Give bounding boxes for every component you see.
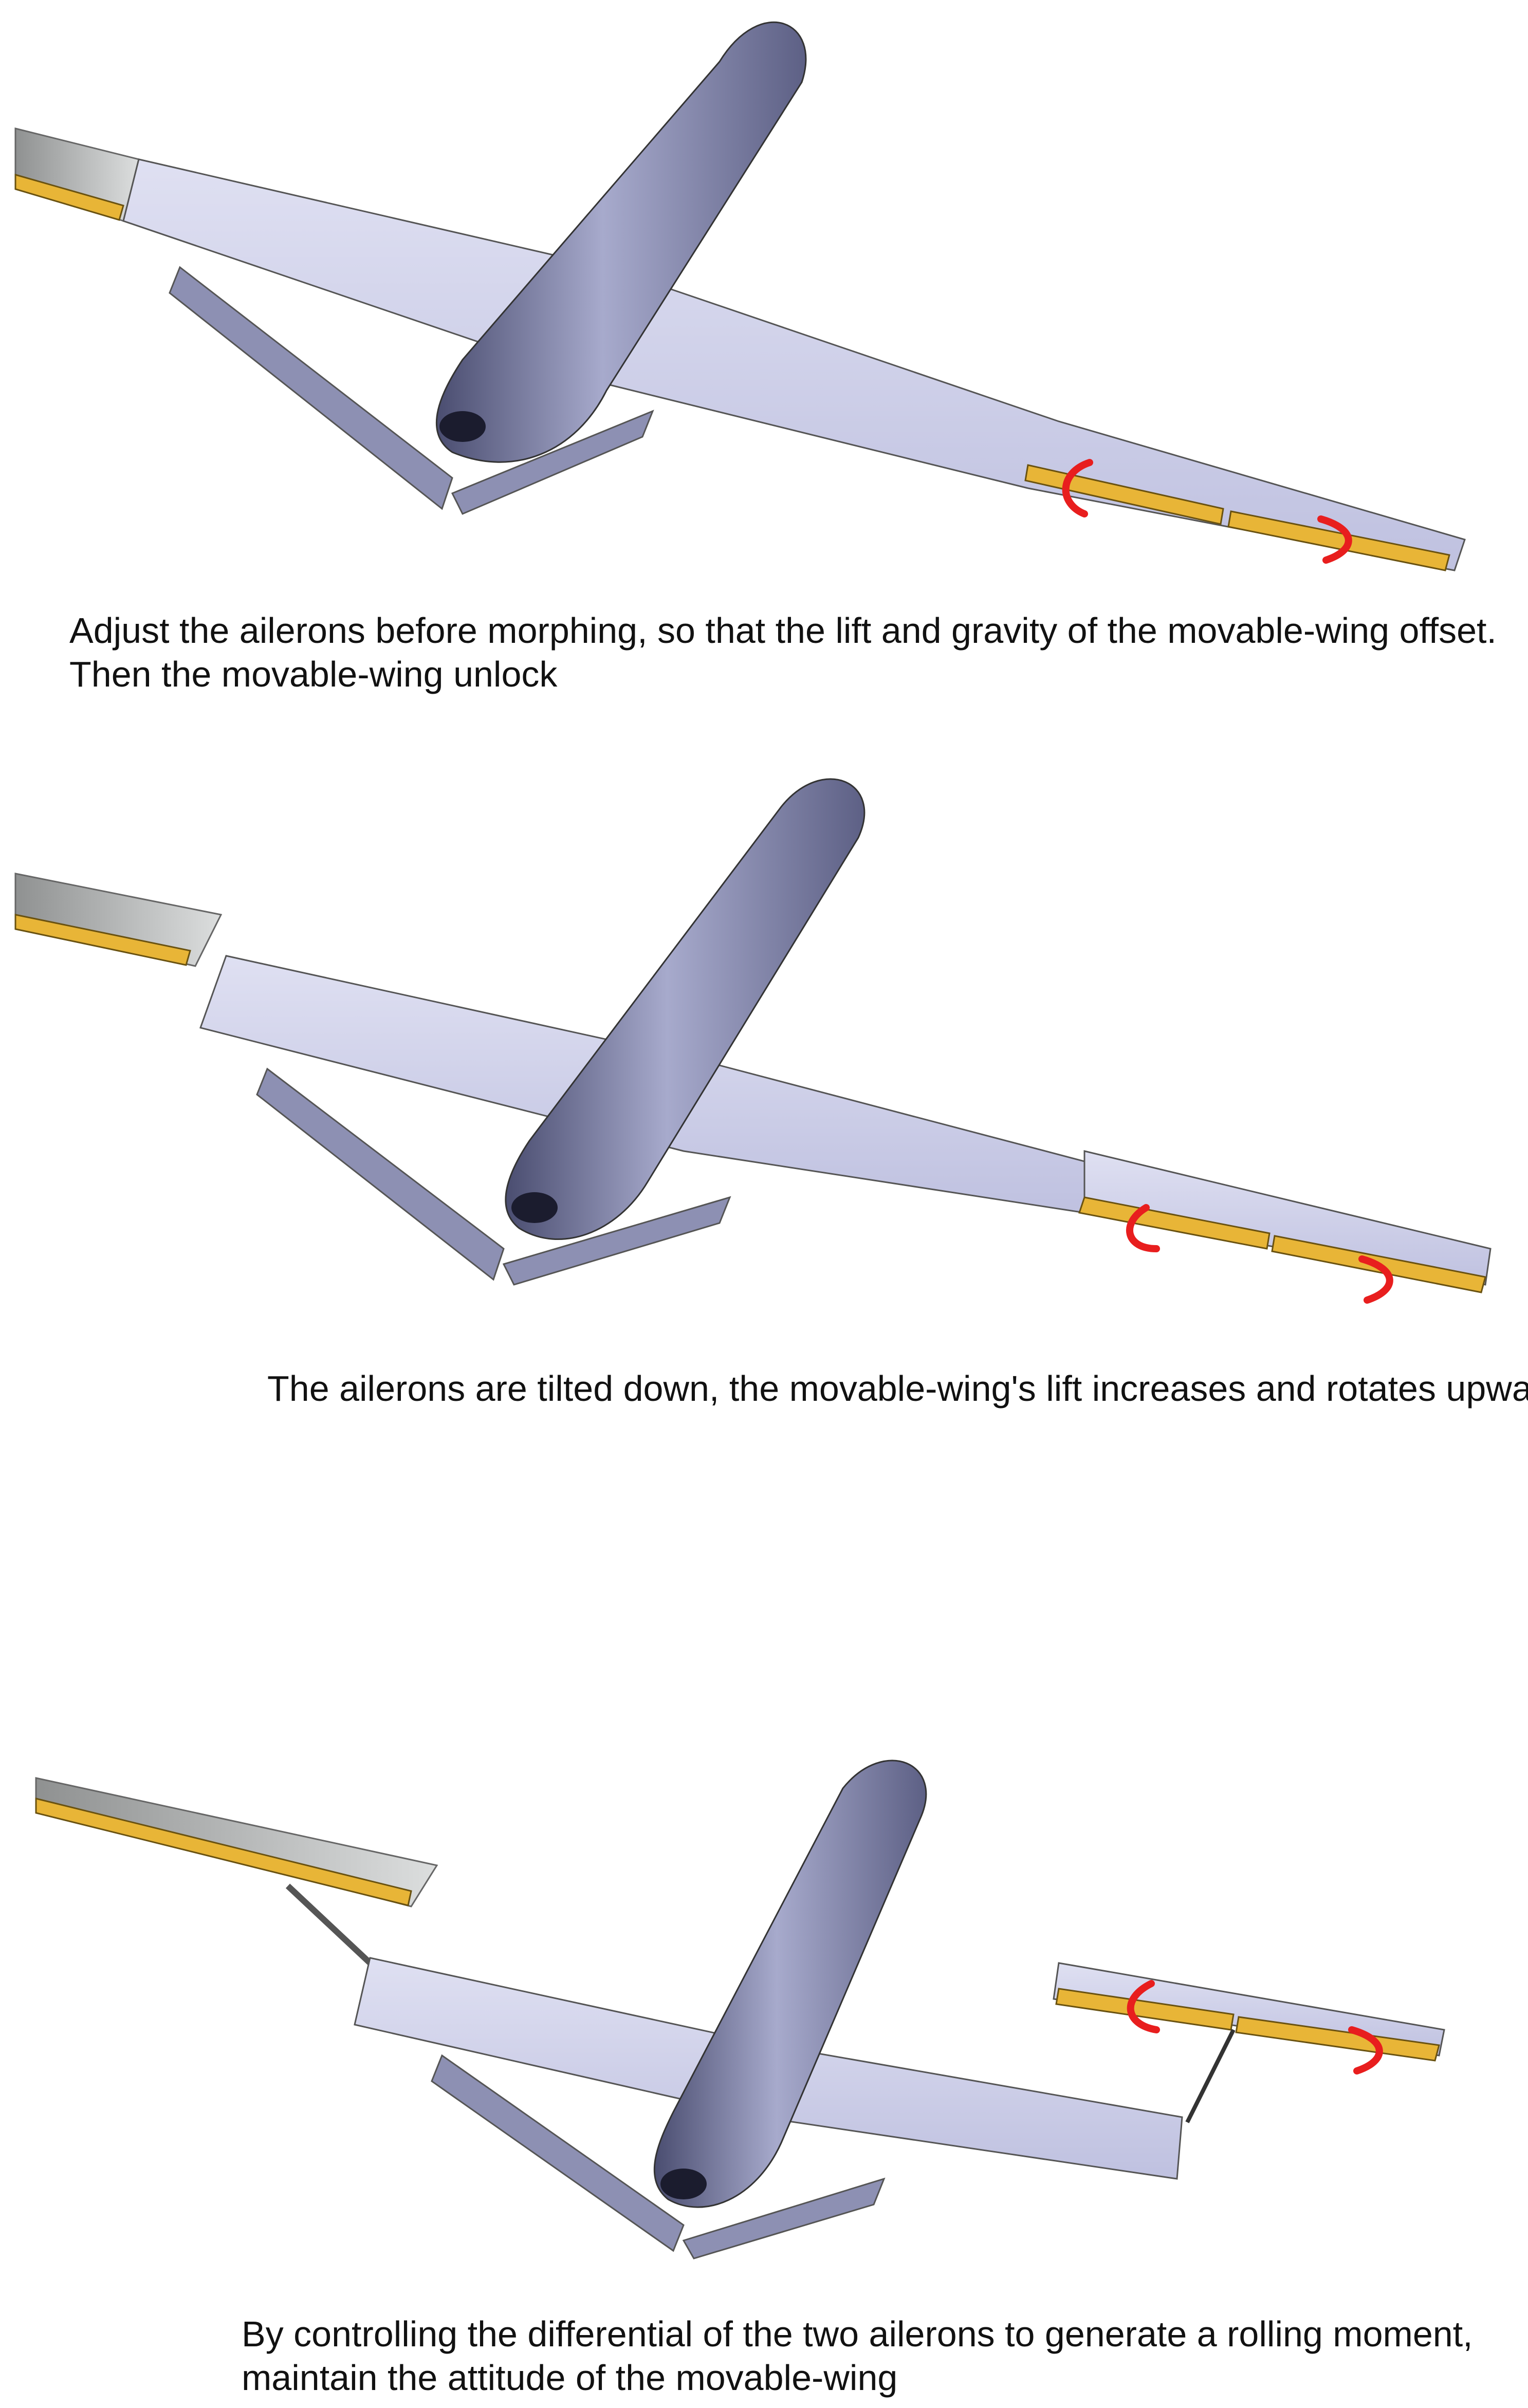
engine-intake — [439, 411, 486, 442]
v-tail-left — [256, 1067, 505, 1281]
movable-wing-left — [14, 873, 223, 967]
v-tail-right — [451, 410, 654, 515]
engine-intake — [660, 2169, 707, 2199]
rotation-arrow-icon — [1127, 1980, 1383, 2074]
stage-1-aircraft-illustration — [14, 21, 1466, 571]
rotation-arrow-icon — [1062, 459, 1352, 564]
v-tail-right — [682, 2177, 886, 2259]
v-tail-right — [502, 1196, 731, 1286]
movable-wing-right — [1083, 1150, 1492, 1286]
fuselage — [653, 1759, 927, 2208]
aileron-left — [35, 1798, 412, 1906]
stage-3-caption-line-1: By controlling the differential of the t… — [242, 2314, 1473, 2354]
stage-2-caption-line-1: The ailerons are tilted down, the movabl… — [267, 1368, 1528, 1409]
stage-1-caption-line-2: Then the movable-wing unlock — [69, 654, 558, 694]
stage-3-aircraft-illustration — [35, 1759, 1445, 2259]
fuselage — [505, 778, 866, 1240]
main-wing — [122, 158, 1466, 571]
support-strut-right — [1185, 2029, 1236, 2123]
stage-2-panel: The ailerons are tilted down, the movabl… — [0, 771, 1528, 1439]
engine-intake — [511, 1192, 558, 1223]
aileron-left — [14, 914, 191, 966]
aileron-inner-right — [1024, 464, 1224, 525]
stage-1-panel: Adjust the ailerons before morphing, so … — [0, 0, 1528, 719]
aileron-left — [14, 174, 124, 221]
stage-3-panel: By controlling the differential of the t… — [0, 1757, 1528, 2408]
v-tail-left — [431, 2054, 685, 2252]
support-strut-left — [285, 1883, 373, 1966]
aileron-outer-right — [1227, 510, 1450, 571]
stage-2-aircraft-illustration — [14, 778, 1492, 1304]
fuselage — [435, 21, 807, 463]
stage-3-caption-line-2: maintain the attitude of the movable-win… — [242, 2358, 898, 2398]
aileron-inner-right — [1055, 1988, 1235, 2031]
stage-1-caption-line-1: Adjust the ailerons before morphing, so … — [69, 610, 1497, 651]
aileron-inner-right — [1078, 1196, 1271, 1250]
v-tail-left — [169, 266, 453, 510]
rotation-arrow-icon — [1126, 1204, 1393, 1304]
